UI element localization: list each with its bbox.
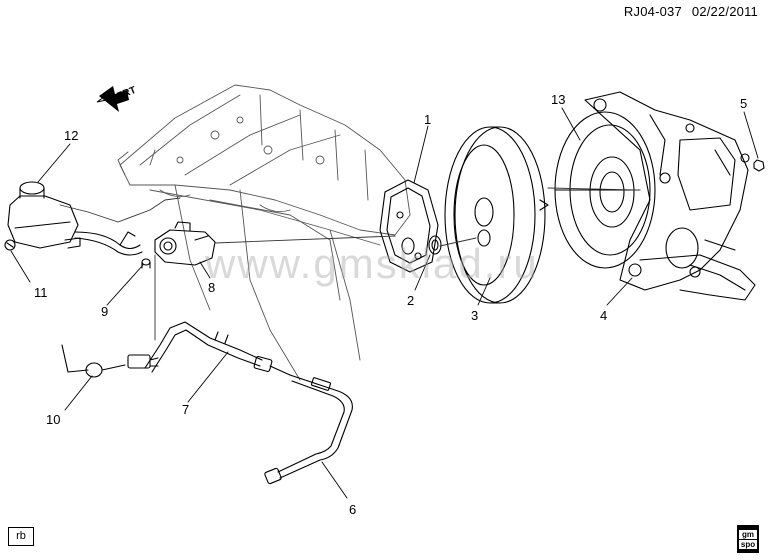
booster-housing bbox=[554, 111, 656, 269]
gm-spo-logo: gm spo bbox=[737, 525, 759, 553]
master-cylinder bbox=[154, 221, 216, 266]
diagram-header: RJ04-037 02/22/2011 bbox=[624, 4, 758, 19]
callout-11: 11 bbox=[34, 285, 48, 300]
front-arrow-icon bbox=[96, 86, 129, 112]
callout-leader-lines bbox=[10, 107, 759, 499]
callout-4: 4 bbox=[600, 308, 607, 323]
callout-2: 2 bbox=[407, 293, 414, 308]
footer-box-label: rb bbox=[8, 527, 34, 546]
check-valve bbox=[141, 258, 151, 269]
callout-7: 7 bbox=[182, 402, 189, 417]
vacuum-brake-booster bbox=[444, 126, 549, 304]
vacuum-hose bbox=[127, 321, 291, 376]
booster-seal bbox=[401, 235, 442, 255]
logo-line-2: spo bbox=[739, 540, 757, 549]
reservoir-bolt bbox=[4, 239, 16, 251]
logo-line-1: gm bbox=[739, 530, 757, 539]
callout-6: 6 bbox=[349, 502, 356, 517]
booster-gasket bbox=[379, 179, 439, 273]
callout-12: 12 bbox=[64, 128, 78, 143]
callout-13: 13 bbox=[551, 92, 565, 107]
callout-labels: 1 2 3 4 5 6 7 8 9 10 11 12 13 bbox=[34, 92, 747, 517]
diagram-date: 02/22/2011 bbox=[691, 4, 758, 19]
callout-3: 3 bbox=[471, 308, 478, 323]
vacuum-pipe bbox=[264, 374, 353, 485]
brake-fluid-reservoir bbox=[7, 181, 81, 249]
callout-1: 1 bbox=[424, 112, 431, 127]
reservoir-hoses bbox=[74, 231, 143, 256]
callout-8: 8 bbox=[208, 280, 215, 295]
diagram-code: RJ04-037 bbox=[623, 4, 682, 19]
callout-10: 10 bbox=[46, 412, 60, 427]
callout-9: 9 bbox=[101, 304, 108, 319]
callout-5: 5 bbox=[740, 96, 747, 111]
brake-pedal-bracket bbox=[584, 91, 756, 301]
vacuum-grommet bbox=[61, 344, 126, 378]
dash-panel-structure bbox=[117, 84, 411, 381]
retaining-nut bbox=[753, 159, 765, 172]
